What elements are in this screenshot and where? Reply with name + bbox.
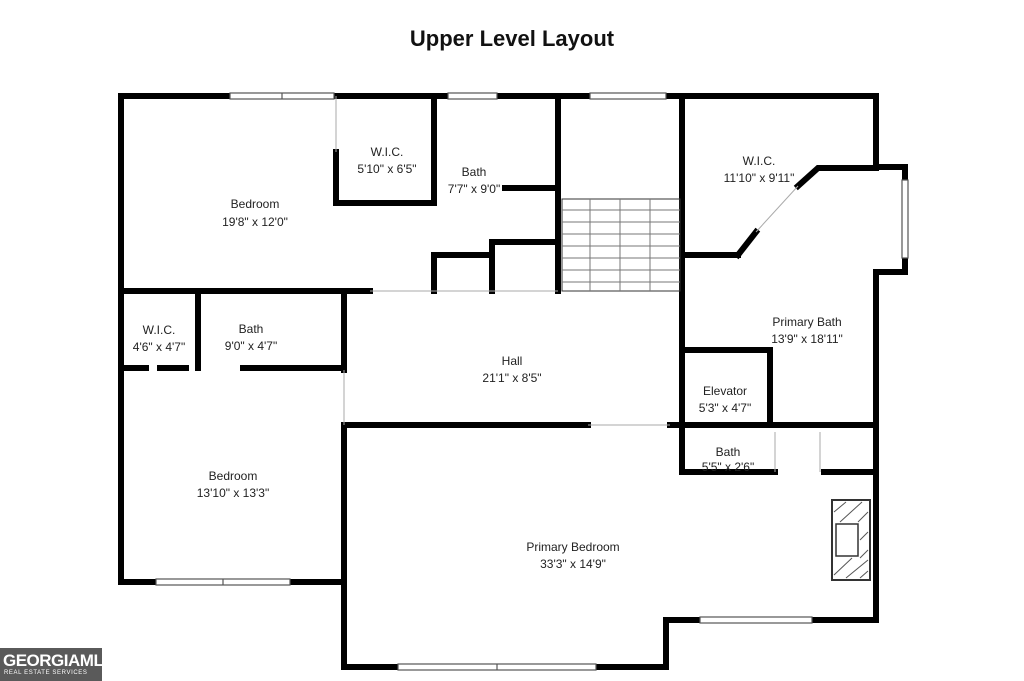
room-dimensions: 7'7" x 9'0": [448, 182, 500, 196]
room-wic-small: W.I.C. 4'6" x 4'7": [133, 323, 185, 354]
room-name: W.I.C.: [371, 145, 404, 159]
room-name: Bath: [462, 165, 487, 179]
room-primary-bath: Primary Bath 13'9" x 18'11": [771, 315, 843, 346]
room-dimensions: 13'10" x 13'3": [197, 486, 270, 500]
room-primary-bedroom: Primary Bedroom 33'3" x 14'9": [526, 540, 619, 571]
page-title: Upper Level Layout: [409, 26, 615, 51]
room-name: Bedroom: [209, 469, 258, 483]
room-dimensions: 19'8" x 12'0": [222, 215, 288, 229]
room-dimensions: 33'3" x 14'9": [540, 557, 606, 571]
staircase: [561, 198, 681, 292]
room-name: Primary Bedroom: [526, 540, 619, 554]
room-dimensions: 11'10" x 9'11": [724, 171, 795, 185]
room-bath-top: Bath 7'7" x 9'0": [448, 165, 500, 196]
room-dimensions: 5'3" x 4'7": [699, 401, 751, 415]
room-bedroom-bottom-left: Bedroom 13'10" x 13'3": [197, 469, 270, 500]
room-dimensions: 21'1" x 8'5": [482, 371, 541, 385]
room-name: W.I.C.: [143, 323, 176, 337]
windows: [155, 92, 909, 671]
room-hall: Hall 21'1" x 8'5": [482, 354, 541, 385]
room-dimensions: 13'9" x 18'11": [771, 332, 843, 346]
room-wic-top: W.I.C. 5'10" x 6'5": [357, 145, 416, 176]
room-name: Elevator: [703, 384, 747, 398]
georgia-mls-logo: GEORGIAMLS REAL ESTATE SERVICES: [0, 648, 115, 681]
openings: [335, 96, 821, 472]
room-name: Bath: [716, 445, 741, 459]
room-name: Bedroom: [231, 197, 280, 211]
room-dimensions: 5'5" x 2'6": [702, 460, 754, 474]
room-name: Primary Bath: [772, 315, 841, 329]
room-name: Hall: [502, 354, 523, 368]
fireplace: [831, 499, 871, 581]
walls: [118, 93, 908, 670]
room-wic-right: W.I.C. 11'10" x 9'11": [724, 154, 795, 185]
room-dimensions: 9'0" x 4'7": [225, 339, 277, 353]
room-name: Bath: [239, 322, 264, 336]
room-dimensions: 4'6" x 4'7": [133, 340, 185, 354]
room-bedroom-top-left: Bedroom 19'8" x 12'0": [222, 197, 288, 229]
logo-tagline: REAL ESTATE SERVICES: [4, 670, 88, 676]
room-dimensions: 5'10" x 6'5": [357, 162, 416, 176]
logo-wordmark: GEORGIAMLS: [3, 651, 115, 670]
room-elevator: Elevator 5'3" x 4'7": [699, 384, 751, 415]
room-bath-mid-left: Bath 9'0" x 4'7": [225, 322, 277, 353]
room-bath-small: Bath 5'5" x 2'6": [702, 445, 754, 474]
room-name: W.I.C.: [743, 154, 776, 168]
